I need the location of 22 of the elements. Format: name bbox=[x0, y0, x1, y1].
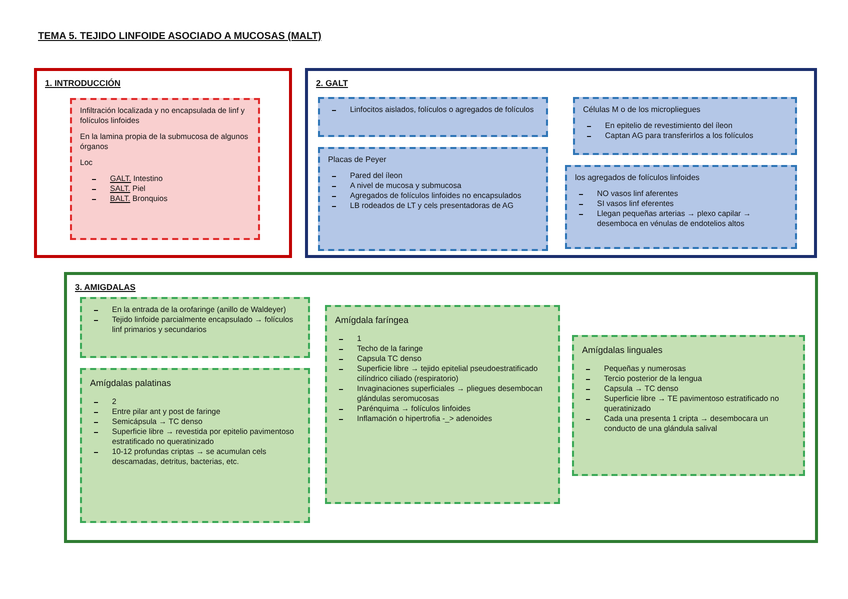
note-panel bbox=[565, 165, 797, 249]
note-panel bbox=[80, 297, 310, 358]
note-panel bbox=[70, 98, 260, 240]
box-heading: los agregados de folículos linfoides bbox=[575, 173, 701, 183]
note-panel bbox=[318, 97, 548, 137]
note-panel bbox=[573, 97, 797, 155]
section-panel bbox=[64, 272, 818, 543]
note-panel bbox=[318, 147, 548, 251]
note-panel bbox=[80, 368, 310, 523]
note-panel bbox=[325, 305, 560, 504]
note-panel bbox=[572, 335, 805, 476]
box-heading: Amígdalas palatinas bbox=[90, 378, 172, 389]
box-heading: Placas de Peyer bbox=[328, 155, 388, 165]
section-heading: 3. AMIGDALAS bbox=[75, 282, 136, 292]
box-heading: Amígdalas linguales bbox=[582, 345, 664, 356]
section-heading: 1. INTRODUCCIÓN bbox=[45, 78, 121, 88]
section-panel bbox=[305, 68, 817, 258]
page-title: TEMA 5. TEJIDO LINFOIDE ASOCIADO A MUCOSAS (MALT) bbox=[38, 31, 322, 42]
box-heading: Células M o de los micropliegues bbox=[583, 105, 702, 115]
box-heading: Amígdala faríngea bbox=[335, 315, 410, 326]
section-panel bbox=[34, 68, 292, 258]
section-heading: 2. GALT bbox=[316, 78, 348, 88]
